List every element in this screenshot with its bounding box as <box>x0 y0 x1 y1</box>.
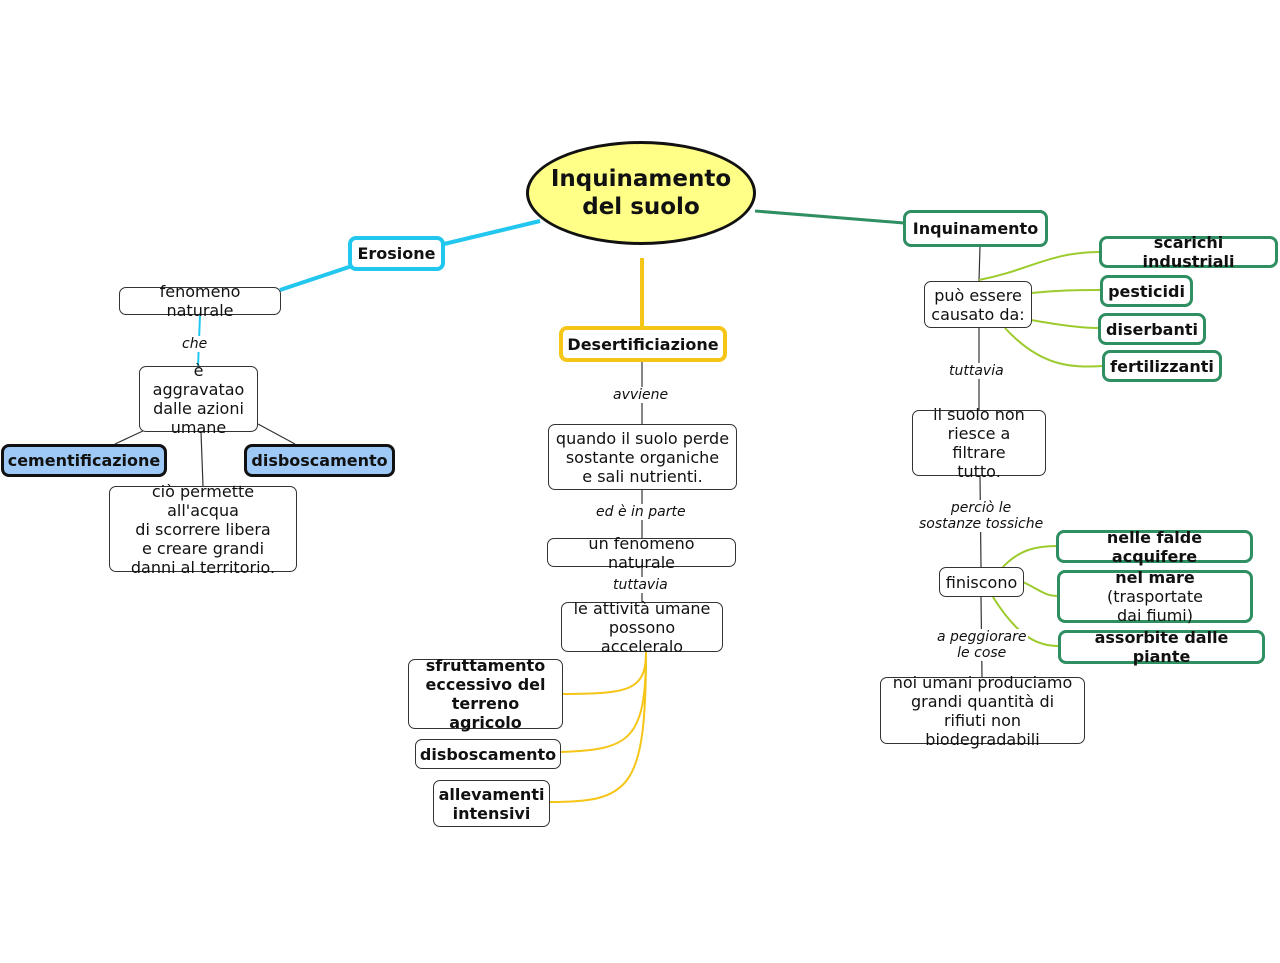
connector-causato-scarichi <box>978 251 1101 281</box>
permette-line4: danni al territorio. <box>130 557 276 577</box>
percio-line2: sostanze tossiche <box>919 516 1044 532</box>
quando-line3: e sali nutrienti. <box>582 466 703 486</box>
connector-finiscono-falde <box>1001 545 1058 569</box>
causato-line1: può essere <box>934 285 1022 305</box>
aggravato-line3: umane <box>170 418 227 437</box>
connector-erosione-fenomeno <box>279 264 353 292</box>
link-label-avviene: avviene <box>611 387 671 403</box>
connector-causato-fertilizzanti <box>1004 327 1104 368</box>
root-title-line1: Inquinamento <box>550 166 732 192</box>
allevamenti-line2: intensivi <box>452 803 531 823</box>
connector-attivita-disboscamento <box>559 651 647 753</box>
connector-aggravato-permette <box>200 431 204 487</box>
causato-line2: causato da: <box>931 304 1025 324</box>
desert-fenomeno-node[interactable]: un fenomeno naturale <box>547 534 736 572</box>
fenomeno-naturale-node[interactable]: fenomeno naturale <box>119 282 281 320</box>
umani-line2: grandi quantità di <box>910 691 1055 711</box>
diserbanti-node[interactable]: diserbanti <box>1098 313 1206 345</box>
peggiorare-line2: le cose <box>957 645 1007 661</box>
filtrare-line1: il suolo non <box>933 405 1025 424</box>
fertilizzanti-node[interactable]: fertilizzanti <box>1102 350 1222 382</box>
scarichi-industriali-node[interactable]: scarichi industriali <box>1099 233 1278 271</box>
attivita-line2: possono acceleralo <box>600 617 684 656</box>
pesticidi-node[interactable]: pesticidi <box>1100 275 1193 307</box>
connector-root-inquin <box>754 209 905 225</box>
root-title-line2: del suolo <box>582 194 700 220</box>
connector-root-erosione <box>443 219 541 246</box>
connector-causato-pesticidi <box>1030 289 1102 294</box>
quando-line2: sostante organiche <box>565 447 720 467</box>
permette-line1: ciò permette all'acqua <box>151 481 255 520</box>
falde-node[interactable]: nelle falde acquifere <box>1056 528 1253 566</box>
connector-aggravato-cementificazione <box>114 429 146 445</box>
attivita-line1: le attività umane <box>573 598 711 618</box>
piante-node[interactable]: assorbite dalle piante <box>1058 628 1265 666</box>
connector-attivita-sfruttamento <box>561 651 647 695</box>
link-label-tuttavia-inquin: tuttavia <box>947 363 1006 379</box>
aggravato-line1: è aggravatao <box>152 361 245 399</box>
sfruttamento-line1: sfruttamento <box>425 656 546 675</box>
quando-line1: quando il suolo perde <box>555 428 730 448</box>
desertificazione-node[interactable]: Desertificiazione <box>559 326 727 362</box>
connector-attivita-allevamenti <box>548 651 647 803</box>
filtrare-line2: riesce a filtrare <box>947 424 1011 462</box>
umani-line1: noi umani produciamo <box>892 672 1073 692</box>
umani-line3: rifiuti non biodegradabili <box>925 710 1040 749</box>
aggravato-line2: dalle azioni <box>153 399 244 418</box>
cementificazione-node[interactable]: cementificazione <box>1 444 167 477</box>
connector-finiscono-mare <box>1022 581 1059 597</box>
sfruttamento-line3: terreno agricolo <box>449 694 522 732</box>
link-label-che: che <box>180 336 210 352</box>
permette-line3: e creare grandi <box>141 538 265 558</box>
inquinamento-node[interactable]: Inquinamento <box>903 210 1048 247</box>
sfruttamento-line2: eccessivo del <box>425 675 546 694</box>
disboscamento-desert-node[interactable]: disboscamento <box>415 739 561 769</box>
filtrare-line3: tutto. <box>957 462 1001 481</box>
link-label-tuttavia-desert: tuttavia <box>611 577 670 593</box>
erosione-node[interactable]: Erosione <box>348 236 445 271</box>
connector-finiscono-piante <box>992 596 1060 647</box>
connector-inquin-causato <box>978 245 981 282</box>
peggiorare-line1: a peggiorare <box>937 629 1027 645</box>
permette-line2: di scorrere libera <box>135 519 271 539</box>
mare-bold: nel mare <box>1115 568 1195 587</box>
percio-line1: perciò le <box>950 500 1012 516</box>
finiscono-node[interactable]: finiscono <box>939 567 1024 597</box>
disboscamento-erosione-node[interactable]: disboscamento <box>244 444 395 477</box>
connector-aggravato-disboscamento <box>257 423 296 445</box>
link-label-ed-e-in-parte: ed è in parte <box>594 504 688 520</box>
allevamenti-line1: allevamenti <box>438 784 545 804</box>
mare-rest2: dai fiumi) <box>1117 606 1193 625</box>
mare-rest1: (trasportate <box>1107 587 1203 606</box>
connector-causato-diserbanti <box>1030 319 1100 329</box>
